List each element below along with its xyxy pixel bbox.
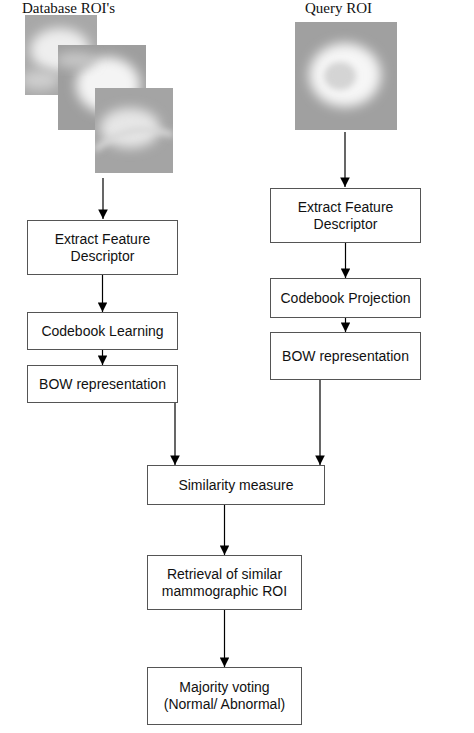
process-box: Extract Feature Descriptor bbox=[270, 188, 421, 243]
box-text: Extract Feature Descriptor bbox=[36, 231, 169, 265]
arrow bbox=[344, 132, 345, 187]
process-box: Majority voting (Normal/ Abnormal) bbox=[147, 667, 302, 725]
flow-arrow bbox=[319, 380, 320, 465]
box-text: Codebook Projection bbox=[281, 290, 411, 307]
process-box: Retrieval of similar mammographic ROI bbox=[147, 555, 302, 610]
box-text: Retrieval of similar mammographic ROI bbox=[156, 566, 293, 600]
column-heading: Query ROI bbox=[305, 0, 372, 17]
arrow bbox=[102, 178, 103, 219]
flow-arrow bbox=[102, 275, 103, 312]
flow-arrow bbox=[345, 243, 346, 278]
flow-arrow bbox=[174, 403, 175, 465]
flow-arrow bbox=[345, 318, 346, 332]
process-box: Codebook Learning bbox=[27, 312, 178, 350]
box-text: BOW representation bbox=[282, 348, 409, 365]
process-box: Similarity measure bbox=[147, 465, 325, 505]
box-text: Similarity measure bbox=[178, 477, 293, 494]
process-box: Codebook Projection bbox=[270, 278, 421, 318]
box-text: Majority voting (Normal/ Abnormal) bbox=[156, 679, 293, 713]
query-roi bbox=[295, 22, 397, 130]
flow-arrow bbox=[224, 505, 225, 555]
column-heading: Database ROI's bbox=[22, 0, 115, 17]
flow-arrow bbox=[224, 610, 225, 667]
process-box: BOW representation bbox=[270, 332, 421, 380]
process-box: BOW representation bbox=[27, 365, 178, 403]
database-roi bbox=[95, 88, 173, 173]
flow-arrow bbox=[102, 350, 103, 365]
box-text: BOW representation bbox=[39, 376, 166, 393]
box-text: Extract Feature Descriptor bbox=[279, 199, 412, 233]
process-box: Extract Feature Descriptor bbox=[27, 220, 178, 275]
box-text: Codebook Learning bbox=[41, 323, 163, 340]
